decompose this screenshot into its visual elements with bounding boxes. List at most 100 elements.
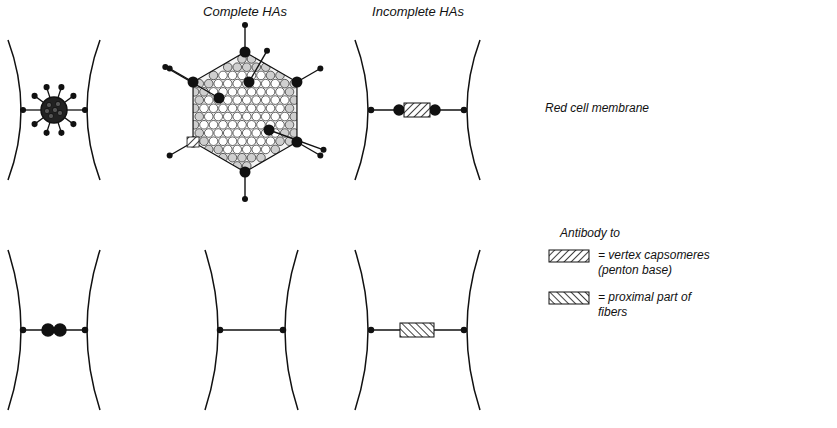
penton: [54, 324, 66, 336]
hexon-capsomere: [285, 88, 294, 97]
hexon-capsomere: [242, 63, 251, 72]
hexon-capsomere: [233, 112, 242, 121]
hexon-capsomere: [219, 120, 228, 129]
penton: [430, 105, 440, 115]
hexon-capsomere: [280, 96, 289, 105]
fiber-knob: [462, 108, 467, 113]
complete-ha-dimer: [8, 250, 100, 410]
red-cell-membrane: [467, 40, 480, 180]
hexon-capsomere: [238, 120, 247, 129]
capsomere: [46, 102, 51, 107]
hexon-capsomere: [252, 129, 261, 138]
hexon-capsomere: [195, 129, 204, 138]
penton-base: [240, 47, 251, 58]
fiber-knob: [317, 153, 323, 159]
hexon-capsomere: [242, 145, 251, 154]
hexon-capsomere: [257, 137, 266, 146]
hexon-capsomere: [271, 96, 280, 105]
capsomere: [52, 107, 57, 112]
hexon-capsomere: [228, 120, 237, 129]
hexon-capsomere: [190, 120, 199, 129]
legend-heading: Antibody to: [560, 226, 620, 240]
fiber: [165, 67, 219, 98]
hexon-capsomere: [271, 112, 280, 121]
fiber-knob: [59, 85, 64, 90]
complete-ha-small: [8, 40, 100, 180]
hexon-capsomere: [252, 112, 261, 121]
fiber-knob: [462, 328, 467, 333]
hexon-capsomere: [209, 137, 218, 146]
hexon-capsomere: [247, 153, 256, 162]
hexon-capsomere: [257, 88, 266, 97]
fiber-knob: [21, 108, 26, 113]
column-heading: Incomplete HAs: [372, 4, 464, 19]
incomplete-ha-fiber: [355, 250, 480, 410]
red-cell-membrane: [355, 40, 368, 180]
hexon-capsomere: [257, 104, 266, 113]
hexon-capsomere: [238, 153, 247, 162]
fiber-knob: [369, 108, 374, 113]
red-cell-membrane: [467, 250, 480, 410]
fiber-knob: [162, 64, 168, 70]
fiber-knob: [264, 48, 270, 54]
hexon-capsomere: [242, 112, 251, 121]
legend-entry: = proximal part of fibers: [548, 290, 716, 320]
hexon-capsomere: [276, 88, 285, 97]
hexon-capsomere: [233, 96, 242, 105]
hexon-capsomere: [195, 96, 204, 105]
red-cell-membrane: [205, 250, 218, 410]
hexon-capsomere: [271, 79, 280, 88]
penton-base: [214, 93, 225, 104]
hexon-capsomere: [257, 71, 266, 80]
hexon-capsomere: [219, 137, 228, 146]
capsomere: [55, 101, 60, 106]
fiber-knob: [21, 328, 26, 333]
legend-swatch: [548, 249, 590, 263]
hexon-capsomere: [280, 79, 289, 88]
hexon-capsomere: [266, 71, 275, 80]
fiber-knob: [44, 131, 49, 136]
penton: [394, 105, 404, 115]
fiber: [434, 329, 464, 331]
hexon-capsomere: [233, 129, 242, 138]
red-cell-membrane: [355, 250, 368, 410]
hexon-capsomere: [228, 71, 237, 80]
incomplete-ha-penton: [355, 40, 480, 180]
fiber-knob: [71, 94, 76, 99]
hexon-capsomere: [247, 104, 256, 113]
fiber-knob: [317, 66, 323, 72]
hatch-sample: [549, 250, 589, 262]
hexon-capsomere: [219, 71, 228, 80]
hexon-capsomere: [233, 145, 242, 154]
red-cell-membrane: [87, 250, 100, 410]
penton-base: [264, 125, 275, 136]
fiber-knob: [83, 108, 88, 113]
hexon-capsomere: [276, 137, 285, 146]
hexon-capsomere: [276, 104, 285, 113]
penton-base: [244, 77, 255, 88]
legend-text: = proximal part of fibers: [598, 290, 716, 320]
antibody-proximal-fiber: [400, 323, 434, 337]
fiber: [371, 329, 400, 331]
fiber-knob: [281, 328, 286, 333]
hexon-capsomere: [204, 79, 213, 88]
hexon-capsomere: [276, 120, 285, 129]
hexon-capsomere: [238, 137, 247, 146]
penton: [42, 324, 54, 336]
hexon-capsomere: [214, 145, 223, 154]
fiber-knob: [83, 328, 88, 333]
virus-particle: [21, 85, 88, 135]
hexon-capsomere: [223, 112, 232, 121]
red-cell-membrane: [8, 40, 21, 180]
red-cell-membrane: [8, 250, 21, 410]
capsid: [190, 52, 298, 172]
hexon-capsomere: [252, 145, 261, 154]
hexon-capsomere: [266, 137, 275, 146]
fiber: [220, 329, 283, 331]
hexon-capsomere: [261, 96, 270, 105]
hexon-capsomere: [266, 104, 275, 113]
hexon-capsomere: [190, 88, 199, 97]
part-label: Red cell membrane: [545, 101, 649, 115]
hexon-capsomere: [228, 137, 237, 146]
